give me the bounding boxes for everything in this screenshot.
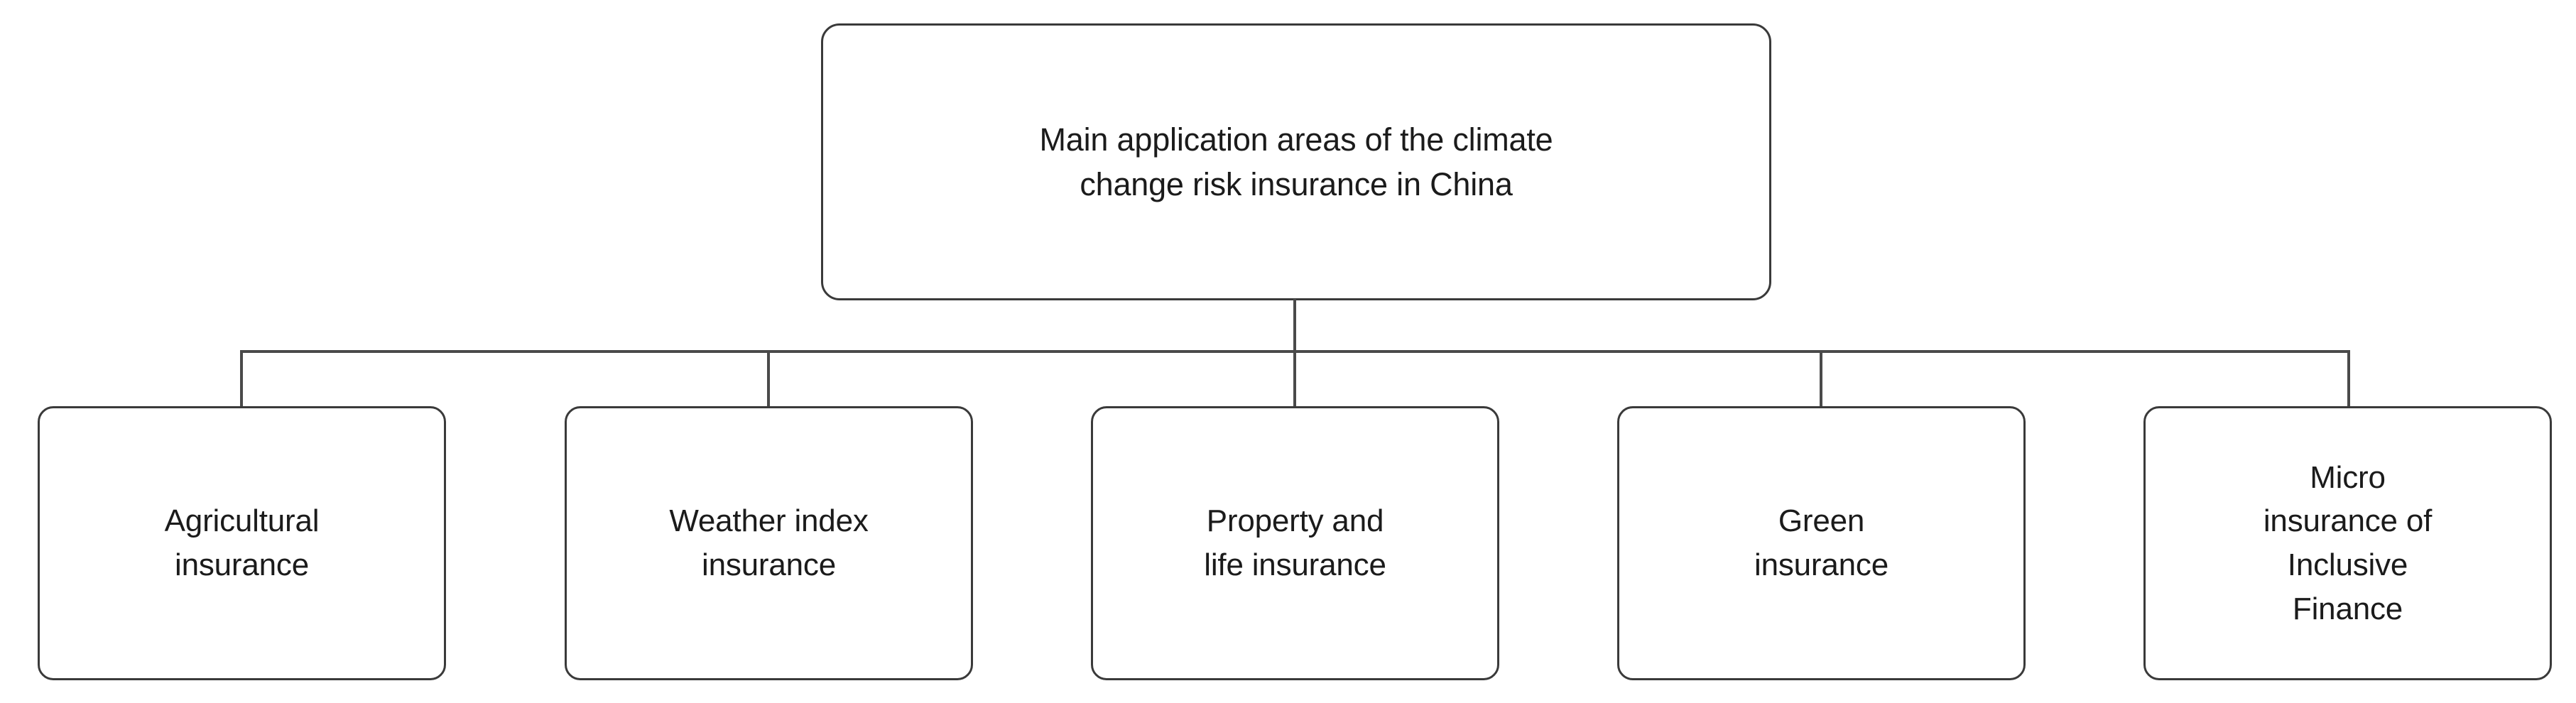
child-node-micro-insurance-of-inclusive-finance[interactable]: Micro insurance of Inclusive Finance: [2143, 406, 2552, 680]
connector-drop-green-insurance: [1820, 352, 1822, 408]
connector-drop-weather-index-insurance: [767, 352, 770, 408]
root-node[interactable]: Main application areas of the climate ch…: [821, 23, 1771, 300]
connector-root-stem: [1293, 299, 1296, 352]
connector-drop-property-and-life-insurance: [1293, 352, 1296, 408]
child-node-green-insurance[interactable]: Green insurance: [1617, 406, 2026, 680]
child-node-agricultural-insurance[interactable]: Agricultural insurance: [38, 406, 446, 680]
child-node-weather-index-insurance[interactable]: Weather index insurance: [565, 406, 973, 680]
connector-drop-agricultural-insurance: [240, 352, 243, 408]
child-node-property-and-life-insurance[interactable]: Property and life insurance: [1091, 406, 1499, 680]
connector-drop-micro-insurance-of-inclusive-finance: [2347, 352, 2350, 408]
